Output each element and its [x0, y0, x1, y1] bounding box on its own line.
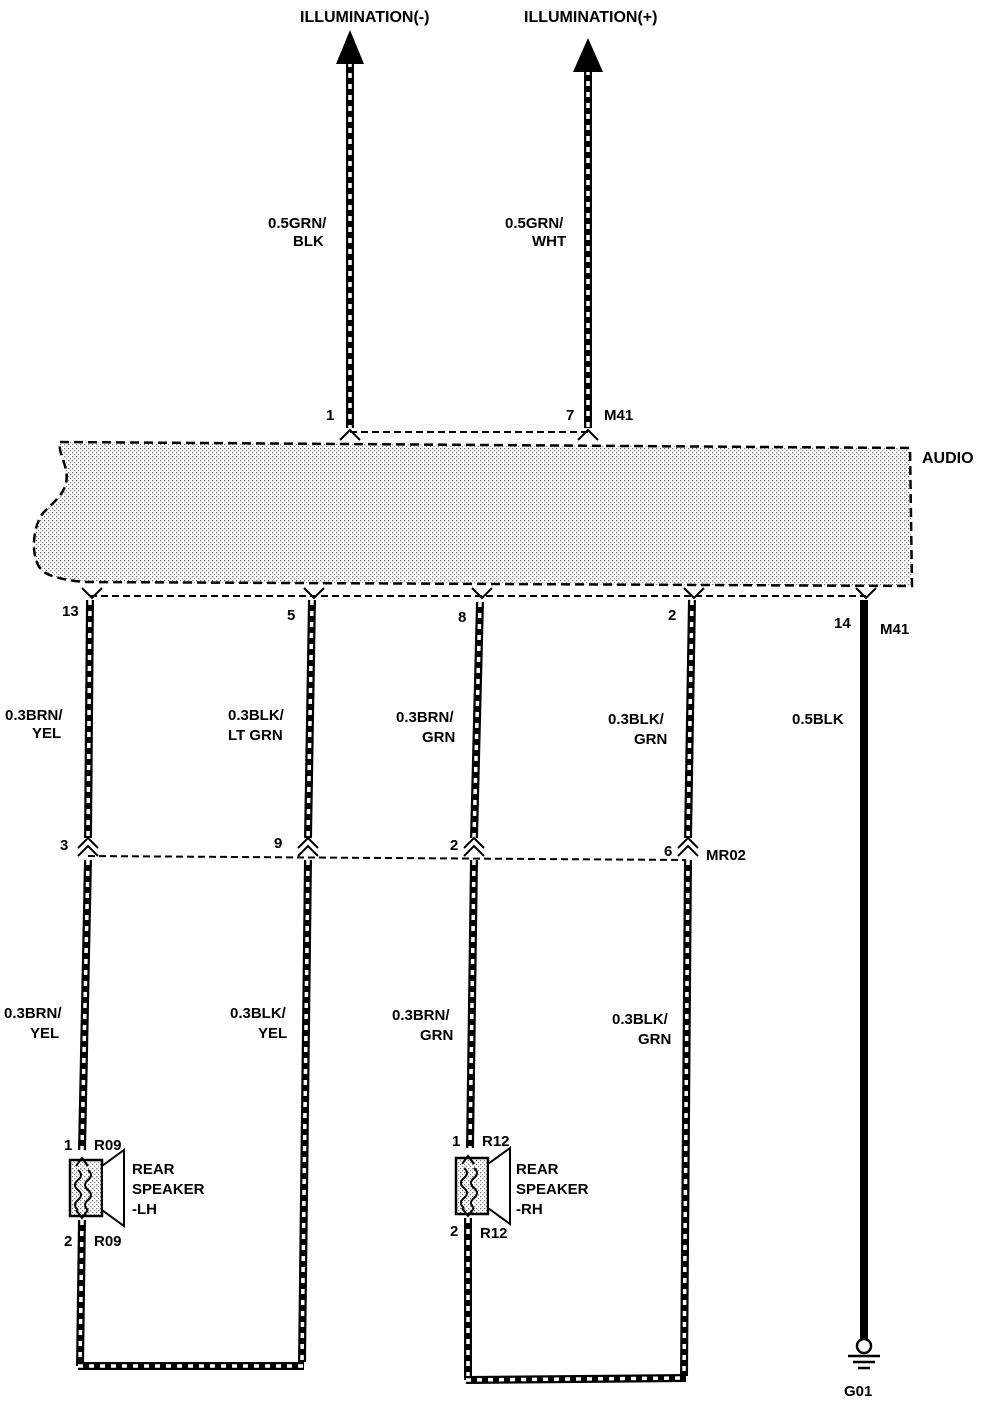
upper-wire-2 — [684, 599, 696, 839]
mr02-pin-9: 9 — [274, 835, 282, 852]
speaker-lh-pin-bottom: 2 — [64, 1233, 72, 1250]
speaker-rh-pin-top: 1 — [452, 1133, 460, 1150]
lower-wire-6-label-1: 0.3BLK/ — [612, 1011, 669, 1028]
illumination-pos-label: ILLUMINATION(+) — [524, 9, 657, 26]
illumination-neg-label: ILLUMINATION(-) — [300, 9, 429, 26]
speaker-rh-conn-bottom: R12 — [480, 1225, 508, 1242]
audio-pin-7: 7 — [566, 407, 574, 424]
audio-connector-bottom: M41 — [880, 621, 909, 638]
ground-icon — [848, 1337, 880, 1370]
upper-wire-5-label-1: 0.3BLK/ — [228, 707, 285, 724]
audio-pin-1: 1 — [326, 407, 334, 424]
pin-8-connector-icon — [471, 587, 493, 600]
wire-label-neg-line1: 0.5GRN/ — [268, 215, 327, 232]
wire-label-pos-line1: 0.5GRN/ — [505, 215, 564, 232]
mr02-pin-6: 6 — [664, 843, 672, 860]
illumination-neg-arrow-icon — [336, 30, 364, 64]
upper-wire-13-label-1: 0.3BRN/ — [5, 707, 63, 724]
speaker-lh-lead-bottom-dash — [78, 1219, 84, 1367]
mr02-pin-2: 2 — [450, 837, 458, 854]
pin-2-connector-icon — [683, 587, 705, 600]
upper-wire-5 — [304, 599, 316, 839]
wire-label-pos-line2: WHT — [532, 233, 566, 250]
ground-wire-label: 0.5BLK — [792, 711, 844, 728]
illumination-pos-arrow-icon — [573, 38, 603, 72]
speaker-rh-return-wire — [465, 1374, 687, 1384]
lower-wire-9 — [298, 859, 312, 1363]
mr02-pin-9-connector-icon — [297, 836, 319, 857]
audio-pin-8: 8 — [458, 609, 466, 626]
pin-13-connector-icon — [81, 587, 103, 600]
lower-wire-9-label-2: YEL — [258, 1025, 287, 1042]
upper-wire-13-label-2: YEL — [32, 725, 61, 742]
upper-wire-8-label-2: GRN — [422, 729, 455, 746]
wire-label-neg-line2: BLK — [293, 233, 324, 250]
upper-wire-2-label-1: 0.3BLK/ — [608, 711, 665, 728]
audio-pin-14: 14 — [834, 615, 851, 632]
mr02-connector-line — [87, 855, 687, 861]
speaker-lh-label-3: -LH — [132, 1201, 157, 1218]
lower-wire-3-label-1: 0.3BRN/ — [4, 1005, 62, 1022]
upper-wire-8 — [470, 601, 484, 839]
lower-wire-2-label-1: 0.3BRN/ — [392, 1007, 450, 1024]
mr02-label: MR02 — [706, 847, 746, 864]
pin-14-connector-icon — [855, 587, 877, 600]
speaker-lh-label-1: REAR — [132, 1161, 175, 1178]
pin-7-connector-icon — [577, 428, 599, 441]
rear-speaker-rh-icon — [454, 1146, 511, 1226]
lower-wire-3-label-2: YEL — [30, 1025, 59, 1042]
lower-wire-6 — [680, 859, 692, 1377]
audio-unit-box — [32, 440, 914, 588]
audio-pin-2: 2 — [668, 607, 676, 624]
audio-pin-13: 13 — [62, 603, 79, 620]
rear-speaker-lh-icon — [68, 1148, 125, 1228]
ground-label: G01 — [844, 1383, 872, 1400]
speaker-rh-label-1: REAR — [516, 1161, 559, 1178]
pin-5-connector-icon — [303, 587, 325, 600]
speaker-lh-conn-top: R09 — [94, 1137, 122, 1154]
speaker-rh-label-2: SPEAKER — [516, 1181, 589, 1198]
speaker-rh-pin-bottom: 2 — [450, 1223, 458, 1240]
audio-connector-top: M41 — [604, 407, 633, 424]
upper-wire-13 — [84, 599, 94, 839]
speaker-rh-conn-top: R12 — [482, 1133, 510, 1150]
audio-label: AUDIO — [922, 450, 974, 467]
upper-wire-2-label-2: GRN — [634, 731, 667, 748]
speaker-lh-pin-top: 1 — [64, 1137, 72, 1154]
upper-wire-5-label-2: LT GRN — [228, 727, 283, 744]
lower-wire-9-label-1: 0.3BLK/ — [230, 1005, 287, 1022]
upper-wire-8-label-1: 0.3BRN/ — [396, 709, 454, 726]
pin-1-connector-icon — [339, 428, 361, 441]
lower-wire-3 — [78, 859, 92, 1151]
mr02-pin-6-connector-icon — [677, 836, 699, 857]
speaker-lh-label-2: SPEAKER — [132, 1181, 205, 1198]
lower-wire-2-label-2: GRN — [420, 1027, 453, 1044]
mr02-pin-2-connector-icon — [463, 836, 485, 857]
mr02-pin-3-connector-icon — [77, 836, 99, 857]
lower-wire-2 — [466, 859, 478, 1149]
lower-wire-6-label-2: GRN — [638, 1031, 671, 1048]
speaker-rh-label-3: -RH — [516, 1201, 543, 1218]
audio-pin-5: 5 — [287, 607, 295, 624]
mr02-pin-3: 3 — [60, 837, 68, 854]
speaker-lh-conn-bottom: R09 — [94, 1233, 122, 1250]
